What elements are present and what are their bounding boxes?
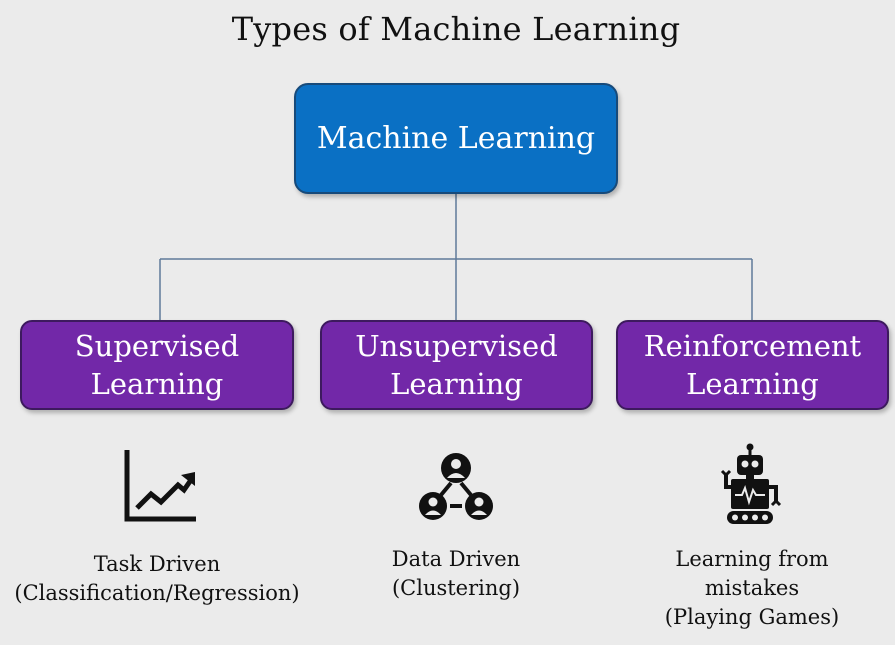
reinforcement-caption-line2: mistakes xyxy=(704,576,800,600)
reinforcement-caption: Learning from mistakes (Playing Games) xyxy=(652,545,852,632)
supervised-learning-node: Supervised Learning xyxy=(20,320,294,410)
machine-learning-label: Machine Learning xyxy=(316,121,596,156)
unsupervised-caption-line1: Data Driven xyxy=(391,547,521,571)
unsupervised-label-line2: Learning xyxy=(390,367,523,401)
robot-icon xyxy=(720,443,782,524)
supervised-caption: Task Driven (Classification/Regression) xyxy=(6,550,308,608)
supervised-caption-line2: (Classification/Regression) xyxy=(14,581,300,605)
unsupervised-label-line1: Unsupervised xyxy=(355,329,558,363)
supervised-label-line2: Learning xyxy=(90,367,224,401)
supervised-caption-line1: Task Driven xyxy=(93,552,221,576)
reinforcement-label-line2: Learning xyxy=(686,367,819,401)
unsupervised-learning-node: Unsupervised Learning xyxy=(320,320,593,410)
trending-up-chart-icon xyxy=(124,450,196,522)
reinforcement-label-line1: Reinforcement xyxy=(643,329,862,363)
user-network-icon xyxy=(419,453,493,520)
page-title: Types of Machine Learning xyxy=(231,10,681,48)
reinforcement-caption-line3: (Playing Games) xyxy=(664,605,840,629)
unsupervised-caption: Data Driven (Clustering) xyxy=(356,545,556,603)
reinforcement-learning-node: Reinforcement Learning xyxy=(616,320,889,410)
supervised-label-line1: Supervised xyxy=(74,329,240,363)
unsupervised-caption-line2: (Clustering) xyxy=(391,576,521,600)
machine-learning-node: Machine Learning xyxy=(294,83,618,194)
reinforcement-caption-line1: Learning from xyxy=(675,547,829,571)
